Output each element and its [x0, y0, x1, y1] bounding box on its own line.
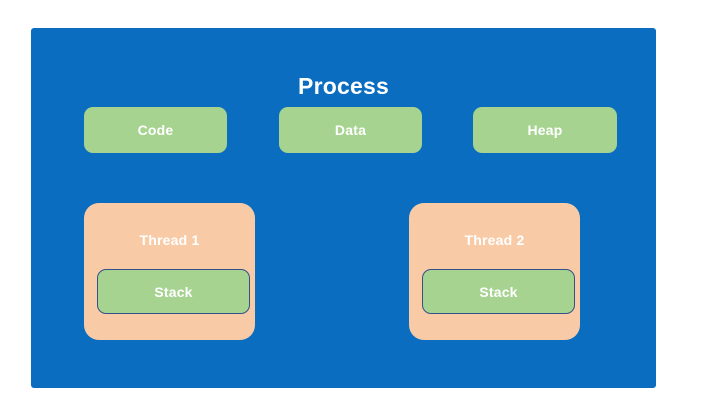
thread-2-stack-label: Stack [479, 283, 518, 300]
memory-segment-data-label: Data [334, 122, 367, 138]
thread-box-1: Thread 1 Stack [84, 203, 255, 340]
memory-segment-data: Data [279, 107, 422, 153]
thread-2-label: Thread 2 [464, 232, 525, 248]
thread-2-stack-box: Stack [422, 269, 575, 314]
process-title: Process [298, 73, 389, 99]
thread-1-label: Thread 1 [139, 232, 200, 248]
thread-1-stack-box: Stack [97, 269, 250, 314]
thread-box-2: Thread 2 Stack [409, 203, 580, 340]
memory-segment-code: Code [84, 107, 227, 153]
thread-1-stack-label: Stack [154, 283, 193, 300]
memory-segment-code-label: Code [137, 122, 174, 138]
memory-segment-heap-label: Heap [527, 122, 563, 138]
process-container: Process Code Data Heap Thread 1 Stack Th… [31, 28, 656, 388]
memory-segment-heap: Heap [473, 107, 617, 153]
